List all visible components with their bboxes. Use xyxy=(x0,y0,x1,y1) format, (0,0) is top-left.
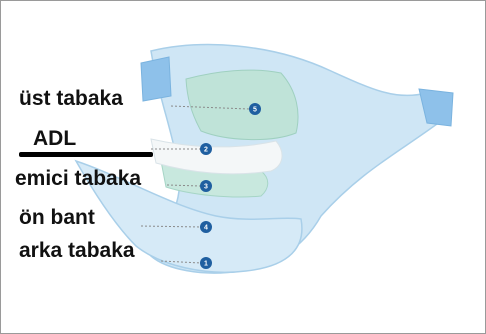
marker-1: 1 xyxy=(200,257,212,269)
label-top-sheet: üst tabaka xyxy=(19,88,123,109)
svg-text:3: 3 xyxy=(204,184,208,191)
diaper-left-tab xyxy=(141,57,171,101)
marker-2: 2 xyxy=(200,143,212,155)
label-absorbent-core: emici tabaka xyxy=(15,168,141,189)
adl-underline xyxy=(19,152,153,157)
svg-text:1: 1 xyxy=(204,261,208,268)
svg-text:5: 5 xyxy=(253,107,257,114)
label-back-sheet: arka tabaka xyxy=(19,240,135,261)
marker-3: 3 xyxy=(200,180,212,192)
svg-text:4: 4 xyxy=(204,225,208,232)
marker-5: 5 xyxy=(249,103,261,115)
label-adl: ADL xyxy=(33,128,76,149)
marker-4: 4 xyxy=(200,221,212,233)
label-front-band: ön bant xyxy=(19,207,95,228)
svg-text:2: 2 xyxy=(204,147,208,154)
top-sheet xyxy=(186,70,298,139)
